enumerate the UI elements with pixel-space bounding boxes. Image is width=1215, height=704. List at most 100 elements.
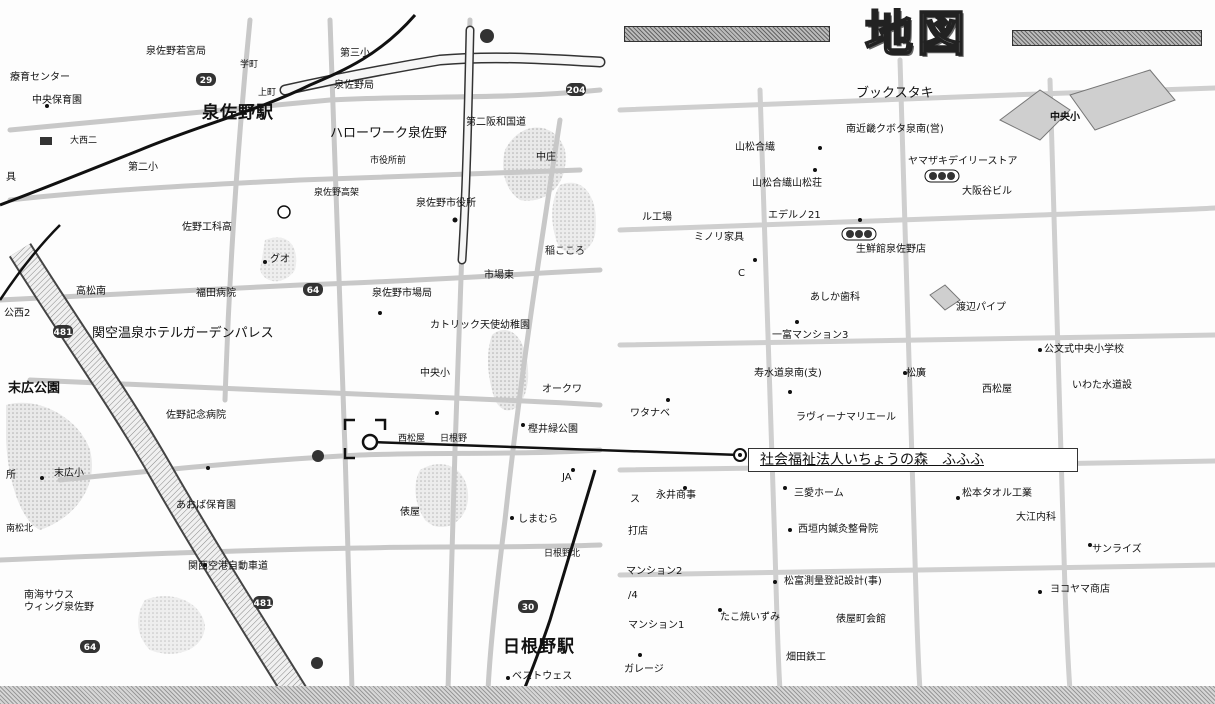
station-label: 泉佐野駅 xyxy=(202,103,274,123)
map-label: 畑田鉄工 xyxy=(786,652,826,663)
focus-brackets xyxy=(343,418,387,460)
map-label: 一富マンション3 xyxy=(772,330,849,341)
map-label: マンション1 xyxy=(628,620,685,631)
map-label: サンライズ xyxy=(1092,544,1142,555)
map-label: C xyxy=(738,268,745,279)
map-label: オークワ xyxy=(542,384,582,395)
map-label: 第三小 xyxy=(340,48,370,59)
map-label: 三愛ホーム xyxy=(794,488,844,499)
minor-streets xyxy=(0,17,603,693)
route-start-marker[interactable] xyxy=(361,433,379,451)
map-label: 南近畿クボタ泉南(営) xyxy=(846,124,944,135)
map-label: 泉佐野若宮局 xyxy=(146,46,206,57)
map-label: 稲こころ xyxy=(545,246,585,257)
map-label: ガレージ xyxy=(624,664,664,675)
map-label: 西松屋 xyxy=(398,434,426,444)
route-shields: 29 204 64 481 481 64 30 xyxy=(53,29,586,669)
map-label: マンション2 xyxy=(626,566,683,577)
map-label: 泉佐野高架 xyxy=(314,188,360,198)
expressway xyxy=(8,243,312,704)
poi-dots xyxy=(638,146,1092,657)
footer-band xyxy=(0,686,1215,704)
svg-text:64: 64 xyxy=(307,286,320,296)
map-label: 市役所前 xyxy=(370,156,407,166)
map-label: 関空温泉ホテルガーデンパレス xyxy=(92,326,274,341)
park-area xyxy=(138,596,205,654)
map-label: 中央保育園 xyxy=(32,95,82,106)
map-label: 公西2 xyxy=(4,308,31,319)
traffic-signal-icon xyxy=(924,169,960,183)
map-label: /4 xyxy=(628,590,638,601)
map-label: ベストウェス xyxy=(512,671,573,682)
traffic-signal-icon xyxy=(841,227,877,241)
map-label: 松廣 xyxy=(906,368,926,379)
map-label: ラヴィーナマリエール xyxy=(796,412,896,423)
map-label: 松富測量登記設計(事) xyxy=(784,576,882,587)
map-label: 永井商事 xyxy=(656,490,696,501)
svg-text:29: 29 xyxy=(200,76,213,86)
map-label: 第二阪和国道 xyxy=(466,117,526,128)
map-label: 上町 xyxy=(258,88,277,98)
map-label: 中央小 xyxy=(420,368,450,379)
railway-line-south xyxy=(518,469,597,701)
destination-box xyxy=(748,448,1078,472)
map-label: 療育センター xyxy=(10,72,70,83)
park-area xyxy=(260,237,297,282)
railway-line-lower xyxy=(0,224,61,301)
map-label: ヤマザキデイリーストア xyxy=(908,156,1018,167)
station-marker xyxy=(40,137,52,145)
map-label: 所 xyxy=(6,470,16,481)
map-label: 関西空港自動車道 xyxy=(188,561,268,572)
map-label: グオ xyxy=(270,254,290,265)
map-label: 山松合繊 xyxy=(735,142,775,153)
title-bar-right xyxy=(1012,30,1202,46)
map-label: 渡辺パイプ xyxy=(956,302,1006,313)
map-label: 中庄 xyxy=(536,152,556,163)
railway-line xyxy=(0,14,417,207)
main-road xyxy=(279,25,606,265)
map-label: 寿水道泉南(支) xyxy=(754,368,822,379)
map-label: 松本タオル工業 xyxy=(962,488,1032,499)
map-label: JA xyxy=(562,472,572,483)
map-label: ワタナベ xyxy=(630,408,670,419)
building-blocks xyxy=(929,69,1176,311)
map-label: ヨコヤマ商店 xyxy=(1050,584,1110,595)
map-label: 生鮮館泉佐野店 xyxy=(856,244,926,255)
svg-text:204: 204 xyxy=(567,86,586,96)
map-label: 樫井緑公園 xyxy=(528,424,578,435)
svg-text:30: 30 xyxy=(522,603,535,613)
map-label: 泉佐野局 xyxy=(334,80,374,91)
map-label: 俵屋 xyxy=(400,507,420,518)
svg-text:481: 481 xyxy=(54,328,73,338)
map-label: 公文式中央小学校 xyxy=(1044,344,1124,355)
map-label: 市場東 xyxy=(484,270,514,281)
map-label: 高松南 xyxy=(76,286,106,297)
map-label: エデルノ21 xyxy=(768,210,821,221)
map-label: 泉佐野市場局 xyxy=(372,288,432,299)
map-label: いわた水道設 xyxy=(1072,380,1132,391)
route-end-dot xyxy=(738,453,742,457)
map-label: 南松北 xyxy=(6,524,34,534)
map-label: ス xyxy=(630,494,640,505)
map-label: 大西二 xyxy=(70,136,98,146)
map-label: 具 xyxy=(6,172,16,183)
map-label: 日根野北 xyxy=(544,549,581,559)
page-title: 地図 xyxy=(864,5,969,63)
map-label: 中央小 xyxy=(1050,112,1080,123)
map-label: 南海サウス ウィング泉佐野 xyxy=(24,590,94,613)
park-area xyxy=(6,402,92,530)
map-label: 山松合繊山松荘 xyxy=(752,178,822,189)
map-label: ル工場 xyxy=(642,212,672,223)
map-label: 佐野工科高 xyxy=(182,222,232,233)
destination-label[interactable]: 社会福祉法人いちょうの森 ふふふ xyxy=(760,452,984,468)
map-label: 大阪谷ビル xyxy=(962,186,1012,197)
map-label: 打店 xyxy=(628,526,648,537)
map-label: 大江内科 xyxy=(1016,512,1056,523)
map-label: ミノリ家具 xyxy=(694,232,744,243)
park-area xyxy=(552,182,596,254)
map-label: カトリック天使幼稚園 xyxy=(430,320,530,331)
map-label: しまむら xyxy=(518,514,558,525)
map-label: 福田病院 xyxy=(196,288,236,299)
